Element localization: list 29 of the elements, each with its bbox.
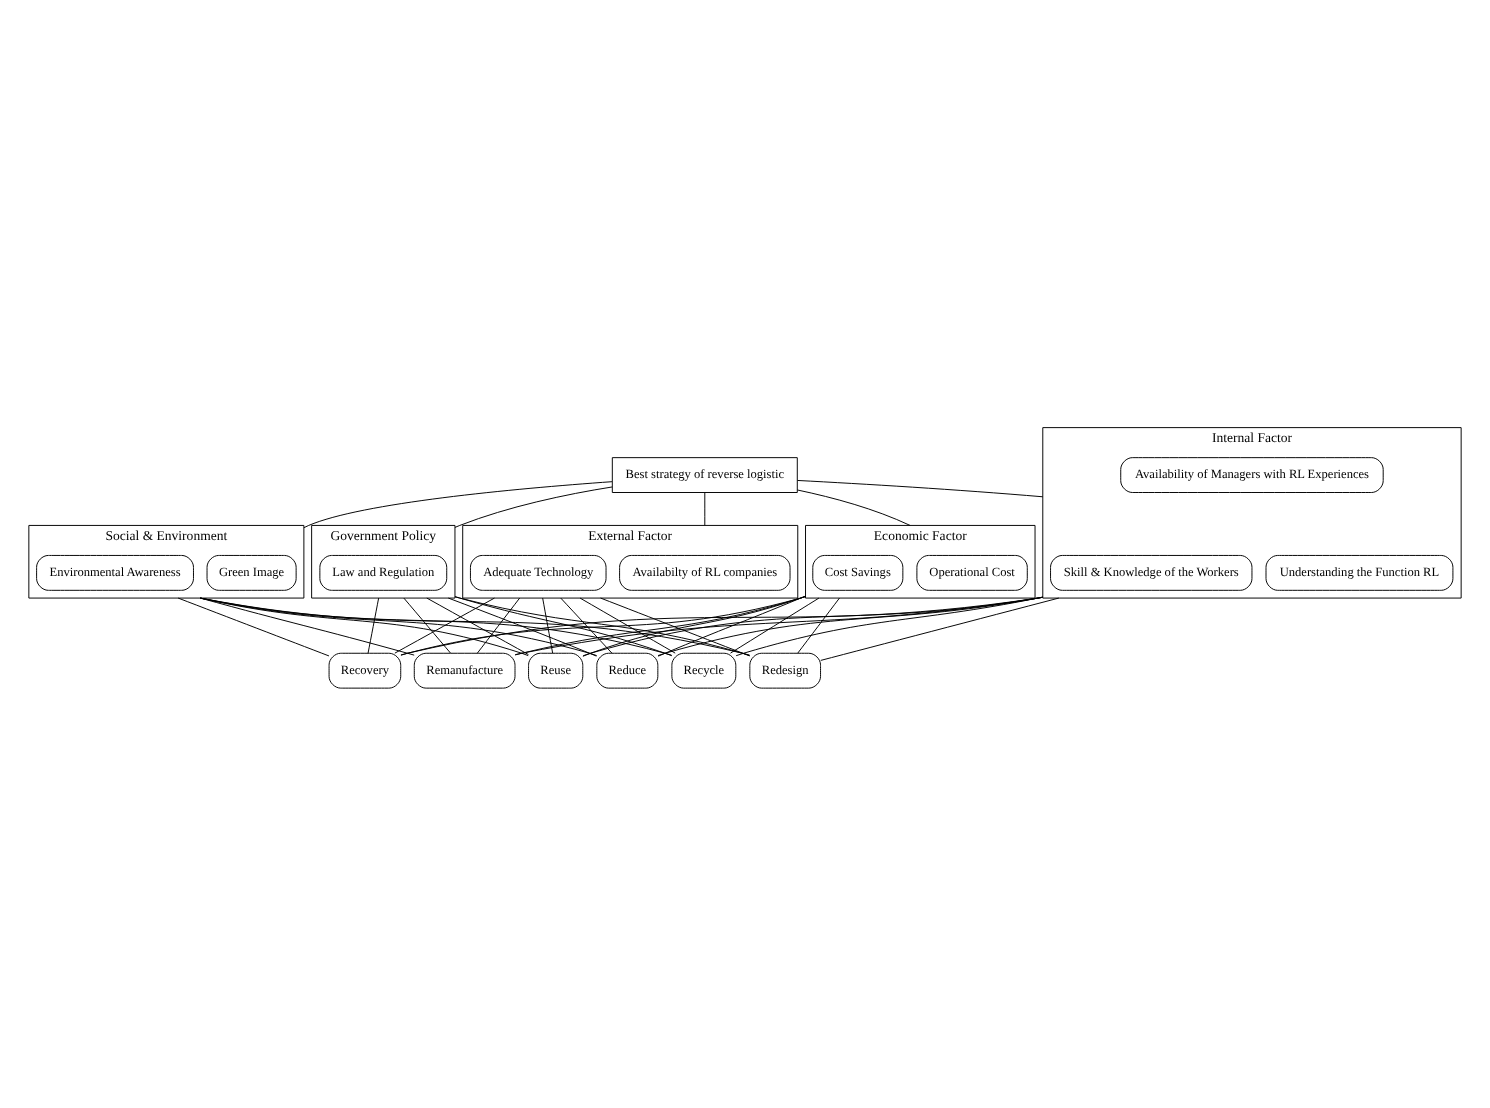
connector [797, 479, 1044, 498]
connector [600, 597, 751, 657]
connector [560, 597, 613, 654]
connector [400, 596, 1044, 656]
connector [199, 597, 598, 657]
connector [426, 597, 529, 656]
connector [476, 597, 521, 654]
connector [820, 597, 1060, 661]
connector [177, 597, 330, 657]
connector [796, 489, 911, 526]
connector [730, 597, 820, 654]
connector [447, 597, 597, 657]
connector [454, 596, 673, 657]
connector [199, 597, 529, 657]
connector [403, 597, 452, 654]
connector [454, 596, 751, 656]
connector [542, 597, 554, 654]
connector [735, 596, 1044, 657]
connector [303, 481, 613, 529]
connector [657, 596, 1044, 657]
connector [400, 596, 806, 656]
connector [199, 597, 415, 656]
connector [797, 597, 840, 654]
connector [579, 597, 676, 654]
connector [454, 486, 613, 528]
connector [514, 596, 806, 656]
connector [367, 597, 380, 654]
connector [704, 492, 706, 526]
connector [394, 597, 495, 654]
